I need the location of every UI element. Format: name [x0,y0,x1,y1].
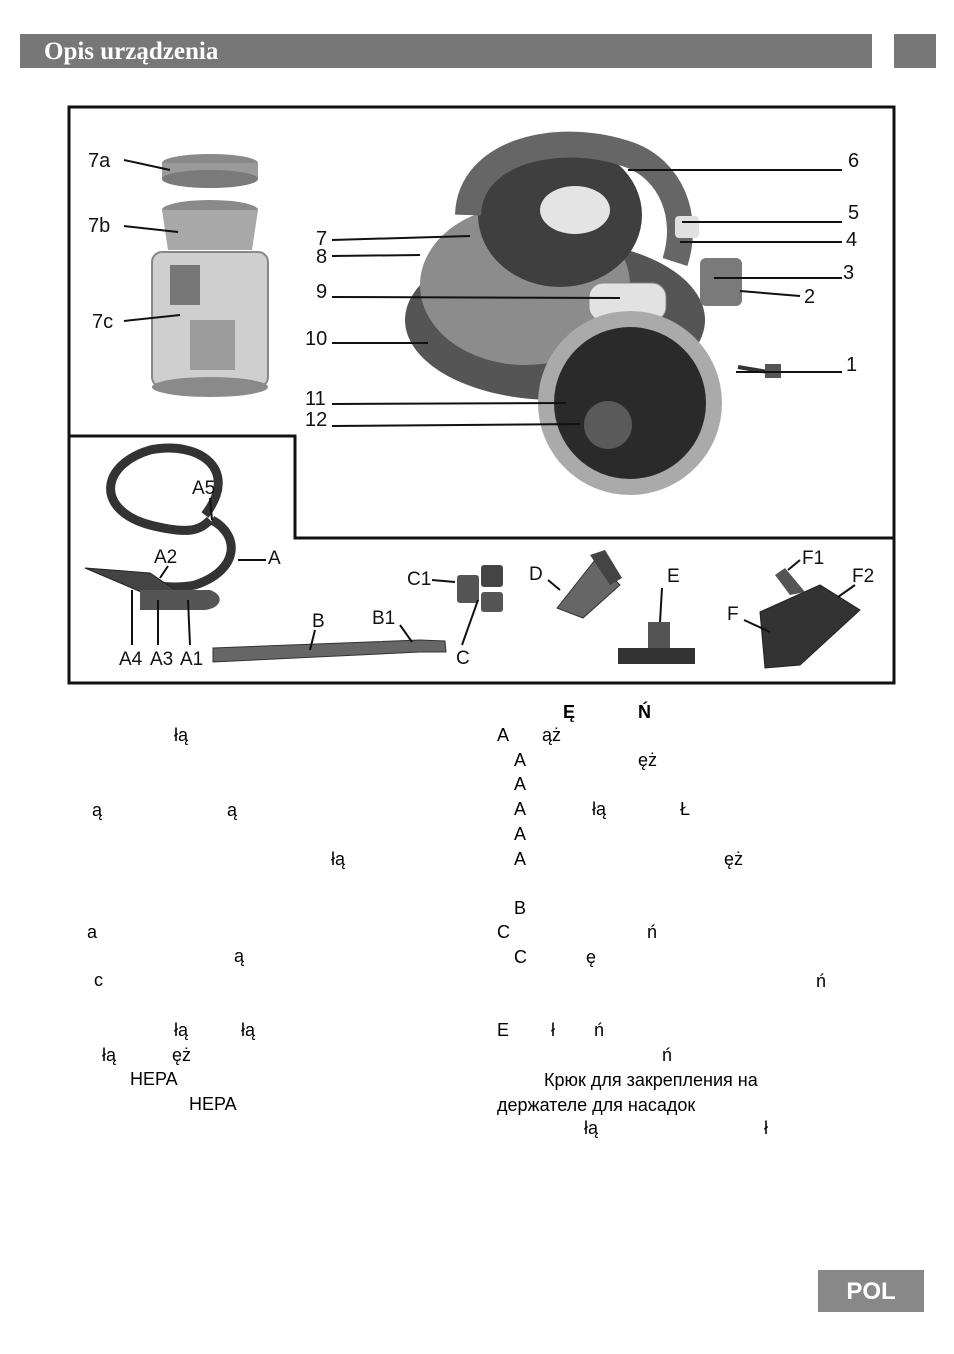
label-8: 8 [316,246,327,268]
label-A1: A1 [180,649,203,670]
label-B: B [312,611,325,632]
text-fragment: ą [227,800,238,820]
text-fragment: c [94,970,103,990]
label-C: C [456,648,470,669]
label-A5: A5 [192,478,215,499]
label-7a: 7a [88,150,111,172]
text-line: Крюк для закрепления на [544,1070,758,1090]
text-fragment: HEPA [189,1094,237,1114]
text-fragment: Ń [638,702,651,722]
text-fragment: łą [331,849,346,869]
header-bar [20,34,872,68]
text-fragment: ąż [542,725,562,745]
text-fragment: ęż [638,750,658,770]
text-fragment: ą [234,946,245,966]
tube-illustration [212,639,447,663]
text-fragment: ń [816,971,827,991]
text-fragment: A [514,774,527,794]
label-B1: B1 [372,608,395,629]
floor-brush-illustration [759,568,861,669]
diagram-divider [69,434,894,540]
label-6: 6 [848,150,859,172]
label-A3: A3 [150,649,173,670]
label-F2: F2 [852,566,874,587]
text-fragment: HEPA [130,1069,178,1089]
t-nozzle-illustration [618,622,695,664]
text-fragment: Ę [563,702,576,722]
label-A: A [268,548,281,569]
text-fragment: ęż [172,1045,192,1065]
crevice-adapters-illustration [457,565,503,612]
text-fragment: a [87,922,98,942]
text-fragment: C [497,922,510,942]
label-C1: C1 [407,569,431,590]
text-fragment: ń [594,1020,605,1040]
label-12: 12 [305,409,327,431]
text-fragment: A [514,849,527,869]
label-D: D [529,564,543,585]
text-fragment: łą [584,1118,599,1138]
text-fragment: ę [586,947,597,967]
text-fragment: łą [102,1045,117,1065]
label-11: 11 [305,388,326,410]
text-fragment: E [497,1020,510,1040]
diagram-frame [67,105,896,685]
label-2: 2 [804,286,815,308]
text-fragment: ń [647,922,658,942]
text-fragment: Ł [680,799,691,819]
page-title: Opis urządzenia [44,38,219,65]
vacuum-body-illustration [405,131,781,495]
text-fragment: ą [92,800,103,820]
text-fragment: łą [174,725,189,745]
label-F1: F1 [802,548,824,569]
header-tab [894,34,936,68]
hose-illustration [84,443,236,610]
label-10: 10 [305,328,327,350]
text-fragment: B [514,898,527,918]
leader-lines [123,159,856,651]
text-fragment: ł [551,1020,555,1040]
text-fragment: ęż [724,849,744,869]
label-A2: A2 [154,547,177,568]
label-F: F [727,604,739,625]
label-7b: 7b [88,215,110,237]
text-fragment: A [514,824,527,844]
label-A4: A4 [119,649,143,670]
language-badge: POL [818,1270,924,1312]
text-fragment: ł [764,1118,768,1138]
text-fragment: łą [174,1020,189,1040]
label-1: 1 [846,354,857,376]
text-fragment: C [514,947,527,967]
text-fragment: A [497,725,510,745]
label-7c: 7c [92,311,113,333]
label-E: E [667,566,680,587]
label-7: 7 [316,228,327,250]
text-fragment: ń [662,1045,673,1065]
device-diagram: 7a 7b 7c 6 5 4 3 2 1 7 8 9 10 11 12 A5 A… [67,105,896,685]
text-fragment: łą [241,1020,256,1040]
dust-container-illustration [151,154,269,397]
label-5: 5 [848,202,859,224]
text-fragment: łą [592,799,607,819]
text-line: держателе для насадок [497,1095,696,1115]
label-4: 4 [846,229,857,251]
label-9: 9 [316,281,327,303]
text-fragment: A [514,750,527,770]
text-fragment: A [514,799,527,819]
label-3: 3 [843,262,854,284]
upholstery-nozzle-illustration [556,550,622,619]
